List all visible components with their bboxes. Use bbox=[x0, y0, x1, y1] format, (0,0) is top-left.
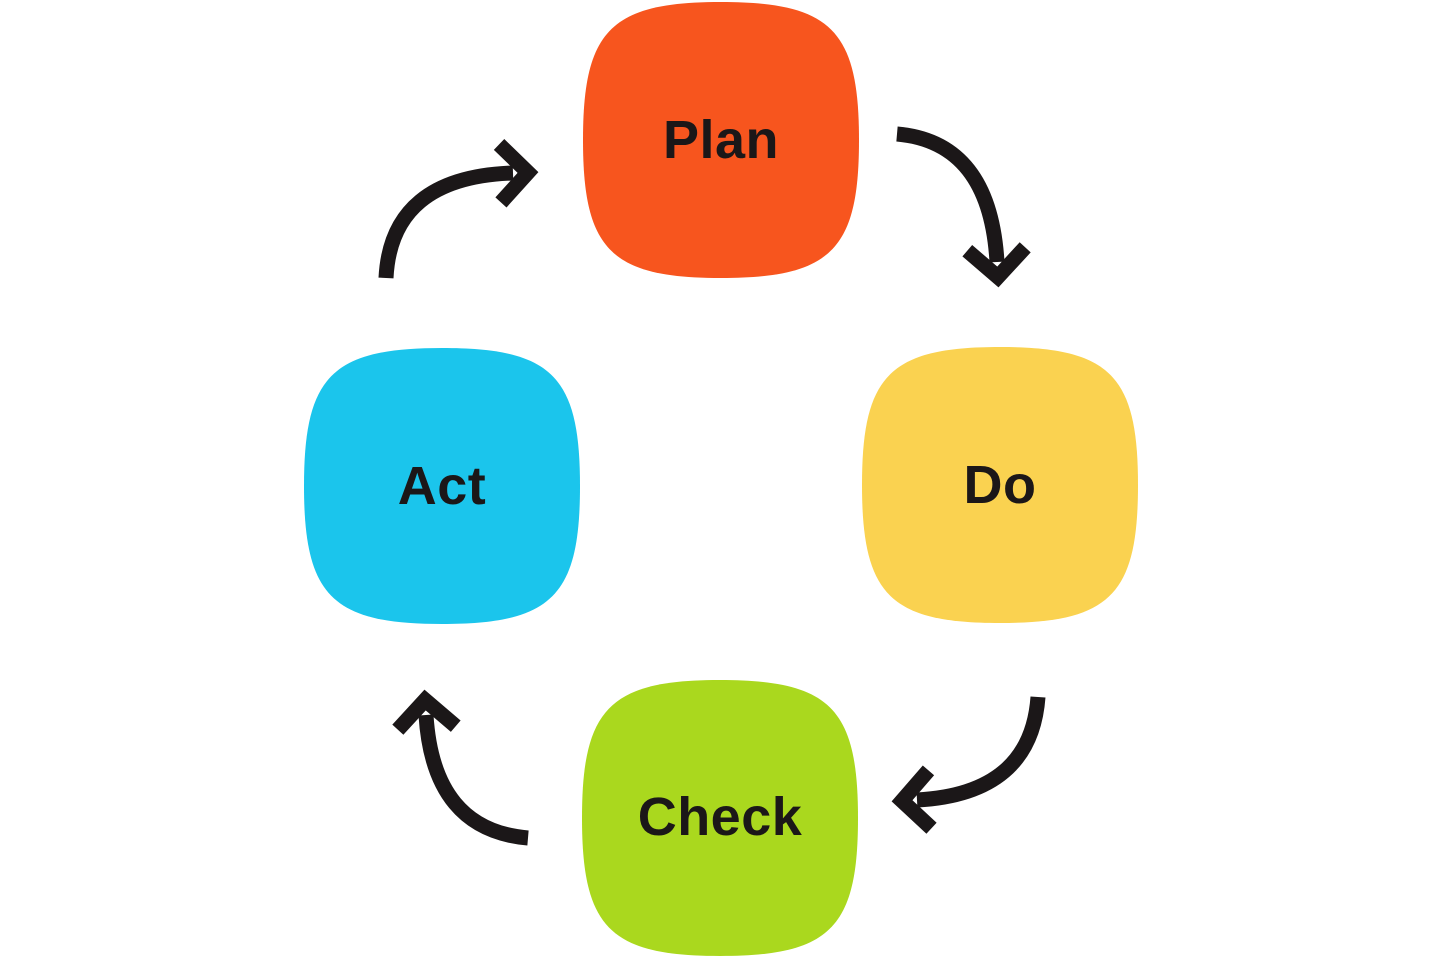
node-plan: Plan bbox=[583, 2, 859, 278]
node-act: Act bbox=[304, 348, 580, 624]
arrow-plan-to-do bbox=[896, 126, 1031, 288]
arrow-do-to-check bbox=[891, 696, 1046, 834]
do-label: Do bbox=[964, 455, 1037, 515]
act-label: Act bbox=[398, 456, 487, 516]
plan-label: Plan bbox=[663, 110, 779, 170]
node-check: Check bbox=[582, 680, 858, 956]
act-shape bbox=[304, 348, 580, 624]
do-shape bbox=[862, 347, 1138, 623]
arrow-act-to-plan bbox=[378, 139, 539, 279]
arrow-check-to-act bbox=[392, 689, 529, 846]
check-label: Check bbox=[638, 787, 803, 847]
plan-shape bbox=[583, 2, 859, 278]
check-shape bbox=[582, 680, 858, 956]
node-do: Do bbox=[862, 347, 1138, 623]
